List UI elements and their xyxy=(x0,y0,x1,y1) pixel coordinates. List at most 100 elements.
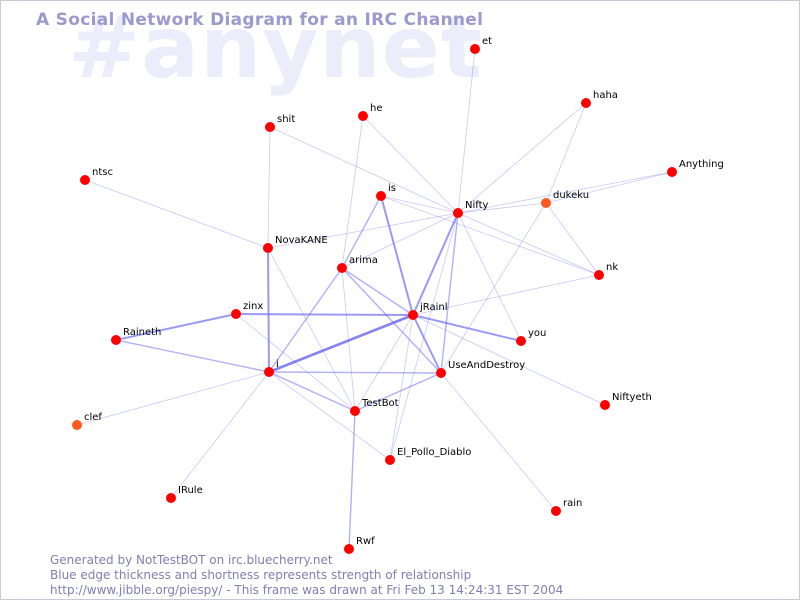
edge-ntsc-NovaKANE xyxy=(84,179,269,249)
node-label-clef: clef xyxy=(84,412,102,423)
node-label-arima: arima xyxy=(349,255,378,266)
node-Nifty[interactable]: Nifty xyxy=(453,200,489,218)
edge-haha-dukeku xyxy=(545,102,587,204)
node-shit[interactable]: shit xyxy=(265,114,295,132)
node-dot-arima[interactable] xyxy=(337,263,347,273)
node-TestBot[interactable]: TestBot xyxy=(350,398,399,416)
node-label-Anything: Anything xyxy=(679,159,724,170)
edge-shit-Nifty xyxy=(269,126,459,214)
node-dot-et[interactable] xyxy=(470,44,480,54)
node-label-Raineth: Raineth xyxy=(123,327,161,338)
footer-info: Generated by NotTestBOT on irc.bluecherr… xyxy=(50,553,563,598)
node-dot-is[interactable] xyxy=(376,191,386,201)
edge-he-Nifty xyxy=(362,115,459,214)
edge-jRainl-UseAndDestroy xyxy=(412,314,442,374)
node-El_Pollo_Diablo[interactable]: El_Pollo_Diablo xyxy=(385,447,471,465)
node-Anything[interactable]: Anything xyxy=(667,159,724,177)
node-dot-Nifty[interactable] xyxy=(453,208,463,218)
node-label-Rwf: Rwf xyxy=(356,536,375,547)
node-dot-Niftyeth[interactable] xyxy=(600,400,610,410)
node-dot-jRainl[interactable] xyxy=(408,310,418,320)
node-label-zinx: zinx xyxy=(243,301,263,312)
node-UseAndDestroy[interactable]: UseAndDestroy xyxy=(436,360,525,378)
edge-haha-Nifty xyxy=(457,102,587,214)
node-dot-shit[interactable] xyxy=(265,122,275,132)
edge-jRainl-i xyxy=(267,313,415,374)
node-arima[interactable]: arima xyxy=(337,255,378,273)
node-label-dukeku: dukeku xyxy=(553,190,589,201)
node-dot-haha[interactable] xyxy=(581,98,591,108)
node-dot-NovaKANE[interactable] xyxy=(263,243,273,253)
edge-Anything-Nifty xyxy=(457,171,673,214)
edge-jRainl-Niftyeth xyxy=(412,314,606,406)
node-Raineth[interactable]: Raineth xyxy=(111,327,161,345)
node-label-El_Pollo_Diablo: El_Pollo_Diablo xyxy=(397,447,471,458)
node-dot-rain[interactable] xyxy=(551,506,561,516)
footer-line-url[interactable]: http://www.jibble.org/piespy/ - This fra… xyxy=(50,583,564,597)
edge-jRainl-El_Pollo_Diablo xyxy=(389,314,414,461)
edge-arima-i xyxy=(268,267,343,373)
node-label-is: is xyxy=(388,183,396,194)
node-label-rain: rain xyxy=(563,498,582,509)
node-dot-zinx[interactable] xyxy=(231,309,241,319)
edge-jRainl-TestBot xyxy=(354,314,414,412)
node-dot-you[interactable] xyxy=(516,336,526,346)
edge-Nifty-UseAndDestroy xyxy=(440,212,459,374)
node-Niftyeth[interactable]: Niftyeth xyxy=(600,392,652,410)
node-IRule[interactable]: IRule xyxy=(166,485,203,503)
node-dot-i[interactable] xyxy=(264,367,274,377)
node-you[interactable]: you xyxy=(516,328,546,346)
node-dot-nk[interactable] xyxy=(594,270,604,280)
node-dot-El_Pollo_Diablo[interactable] xyxy=(385,455,395,465)
node-label-he: he xyxy=(370,103,383,114)
diagram-title: A Social Network Diagram for an IRC Chan… xyxy=(36,10,484,30)
node-dot-he[interactable] xyxy=(358,111,368,121)
edge-shit-NovaKANE xyxy=(267,126,271,249)
node-label-shit: shit xyxy=(277,114,295,125)
node-jRainl[interactable]: jRainl xyxy=(408,302,448,320)
channel-watermark: #anynet xyxy=(68,0,484,98)
edge-Raineth-i xyxy=(115,339,270,373)
footer-line-generated: Generated by NotTestBOT on irc.bluecherr… xyxy=(50,553,333,567)
node-dot-dukeku[interactable] xyxy=(541,198,551,208)
edge-UseAndDestroy-TestBot xyxy=(354,372,442,412)
node-dukeku[interactable]: dukeku xyxy=(541,190,589,208)
node-NovaKANE[interactable]: NovaKANE xyxy=(263,235,328,253)
node-label-Niftyeth: Niftyeth xyxy=(612,392,652,403)
edge-dukeku-nk xyxy=(545,202,600,276)
node-dot-Anything[interactable] xyxy=(667,167,677,177)
node-nk[interactable]: nk xyxy=(594,262,618,280)
edge-zinx-Raineth xyxy=(115,313,237,341)
node-label-NovaKANE: NovaKANE xyxy=(275,235,328,246)
edge-i-IRule xyxy=(170,371,270,499)
node-label-jRainl: jRainl xyxy=(419,302,448,313)
node-dot-IRule[interactable] xyxy=(166,493,176,503)
node-i[interactable]: i xyxy=(264,359,279,377)
node-et[interactable]: et xyxy=(470,36,492,54)
edge-Nifty-jRainl xyxy=(412,212,459,316)
node-dot-ntsc[interactable] xyxy=(80,175,90,185)
edge-layer xyxy=(76,48,673,550)
edge-Nifty-NovaKANE xyxy=(267,212,459,249)
node-Rwf[interactable]: Rwf xyxy=(344,536,375,554)
node-haha[interactable]: haha xyxy=(581,90,618,108)
edge-TestBot-Rwf xyxy=(348,410,356,550)
node-rain[interactable]: rain xyxy=(551,498,582,516)
node-dot-UseAndDestroy[interactable] xyxy=(436,368,446,378)
edge-Nifty-dukeku xyxy=(457,202,547,214)
node-dot-Rwf[interactable] xyxy=(344,544,354,554)
node-he[interactable]: he xyxy=(358,103,383,121)
node-label-ntsc: ntsc xyxy=(92,167,113,178)
node-is[interactable]: is xyxy=(376,183,396,201)
node-dot-TestBot[interactable] xyxy=(350,406,360,416)
node-ntsc[interactable]: ntsc xyxy=(80,167,113,185)
node-clef[interactable]: clef xyxy=(72,412,102,430)
node-dot-clef[interactable] xyxy=(72,420,82,430)
edge-nk-jRainl xyxy=(412,274,600,316)
node-label-nk: nk xyxy=(606,262,618,273)
edge-NovaKANE-i xyxy=(267,247,270,373)
node-dot-Raineth[interactable] xyxy=(111,335,121,345)
node-zinx[interactable]: zinx xyxy=(231,301,263,319)
